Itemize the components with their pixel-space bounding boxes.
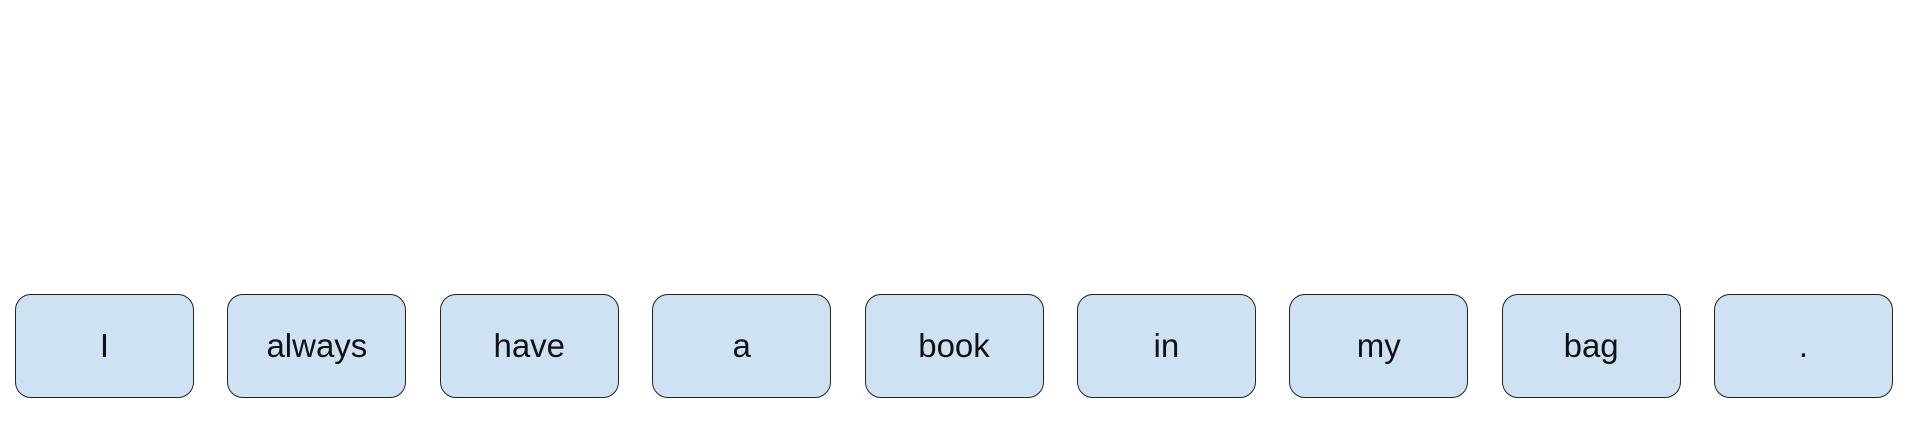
word-token[interactable]: I xyxy=(15,294,194,398)
word-token[interactable]: book xyxy=(864,294,1044,398)
word-token[interactable]: have xyxy=(439,294,619,398)
word-token[interactable]: bag xyxy=(1501,294,1681,398)
word-token-row: I always have a book in my bag . xyxy=(15,294,1893,398)
word-token[interactable]: in xyxy=(1076,294,1256,398)
word-token[interactable]: always xyxy=(227,294,407,398)
punctuation-token[interactable]: . xyxy=(1714,294,1893,398)
word-token[interactable]: my xyxy=(1289,294,1469,398)
word-token[interactable]: a xyxy=(652,294,832,398)
